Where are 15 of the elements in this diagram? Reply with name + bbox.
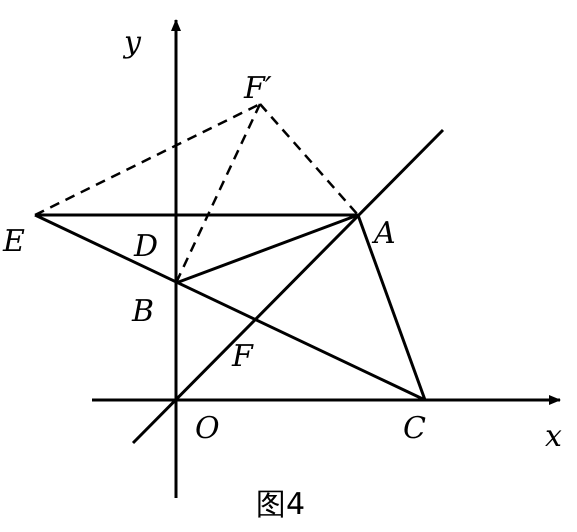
dashed-segment [259,103,359,216]
point-label: A [374,219,396,249]
dashed-segment [174,103,262,284]
point-label: E [3,227,25,257]
point-label: D [134,232,158,262]
point-label: F′ [244,74,272,104]
point-label: O [195,414,220,444]
axis-label: x [545,422,562,452]
point-label: C [403,414,426,444]
line-segment [34,214,426,402]
axis-label: y [124,28,141,58]
point-label: B [132,297,154,327]
point-label: F [232,342,253,372]
caption: 图4 [256,490,306,520]
line-segment [356,214,426,401]
